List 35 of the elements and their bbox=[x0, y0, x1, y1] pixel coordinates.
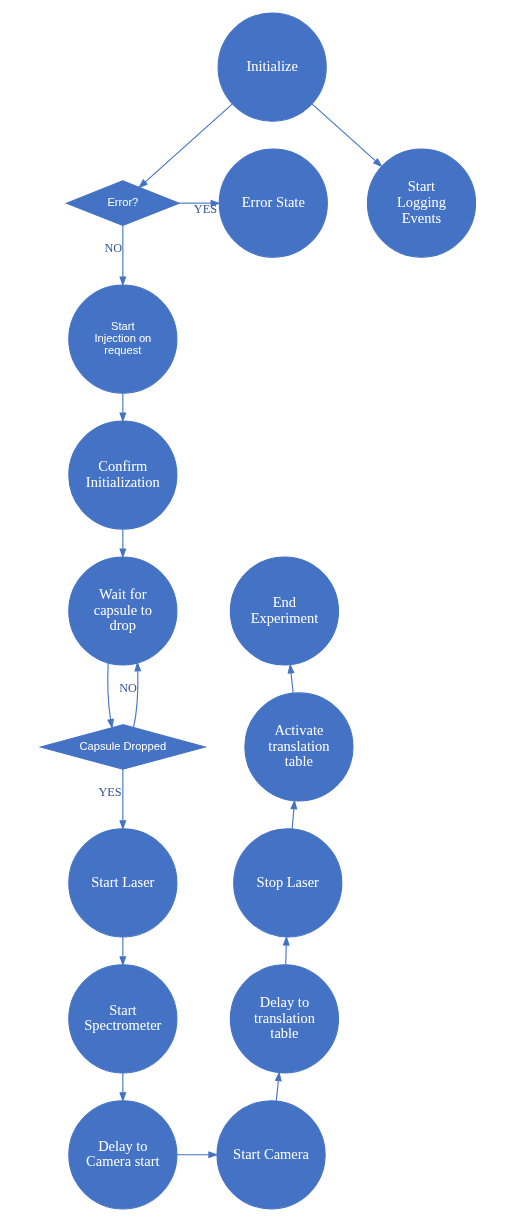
edge-label: NO bbox=[119, 680, 137, 695]
node-circle: End Experiment bbox=[229, 556, 340, 666]
arrow bbox=[133, 661, 142, 728]
edge-label: YES bbox=[193, 201, 217, 216]
arrow bbox=[282, 935, 290, 966]
node-circle: Initialize bbox=[217, 12, 327, 122]
arrow bbox=[119, 936, 127, 967]
node-circle: Confirm Initialization bbox=[68, 420, 178, 530]
arrow bbox=[119, 768, 127, 831]
edge-label: YES bbox=[98, 784, 122, 799]
arrow bbox=[274, 1071, 282, 1102]
arrow bbox=[176, 1151, 219, 1159]
arrow bbox=[178, 199, 221, 207]
node-circle: Start Logging Events bbox=[366, 148, 477, 258]
node-circle: Start Laser bbox=[68, 828, 178, 938]
node-circle: Wait for capsule to drop bbox=[68, 556, 178, 666]
arrow bbox=[107, 662, 114, 730]
node-circle: Stop Laser bbox=[233, 828, 343, 938]
node-circle: Start Injection on request bbox=[68, 284, 178, 394]
node-circle: Activate translation table bbox=[244, 692, 354, 802]
node-circle: Start Camera bbox=[216, 1100, 326, 1210]
node-diamond: Capsule Dropped bbox=[38, 724, 208, 770]
node-circle: Delay to translation table bbox=[229, 964, 340, 1074]
arrow bbox=[311, 103, 383, 168]
node-circle: Delay to Camera start bbox=[68, 1100, 178, 1210]
node-circle: Start Spectrometer bbox=[68, 964, 178, 1074]
arrow bbox=[119, 1072, 127, 1103]
arrow bbox=[138, 103, 233, 189]
edge-label: NO bbox=[104, 240, 123, 255]
arrow bbox=[119, 224, 127, 287]
arrow bbox=[287, 663, 295, 694]
node-circle: Error State bbox=[218, 148, 328, 258]
arrow bbox=[119, 528, 127, 559]
arrow bbox=[119, 392, 127, 423]
arrow bbox=[290, 799, 298, 830]
